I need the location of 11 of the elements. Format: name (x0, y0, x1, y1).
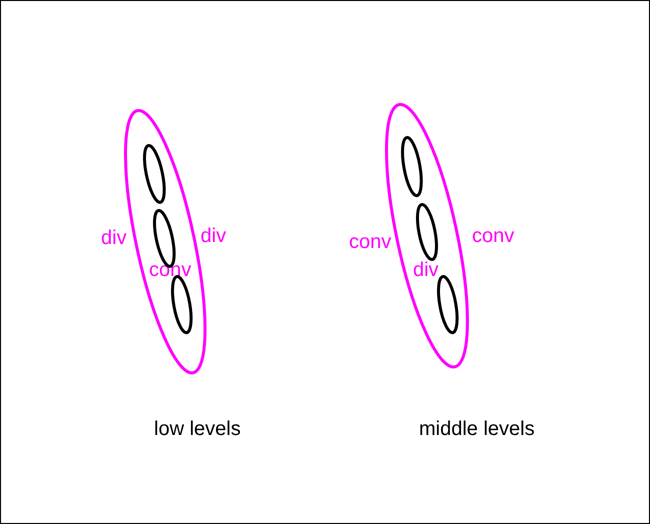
small-ellipse (400, 135, 424, 199)
side-label: div (200, 226, 226, 246)
ellipse-label: div (412, 260, 439, 280)
panel-caption: low levels (154, 419, 241, 439)
side-label: conv (472, 226, 514, 246)
side-label: conv (349, 232, 392, 252)
small-ellipse (415, 202, 440, 262)
ellipse-label: conv (148, 260, 192, 280)
panel-caption: middle levels (419, 419, 535, 439)
small-ellipse (142, 142, 166, 204)
side-label: div (101, 228, 127, 248)
